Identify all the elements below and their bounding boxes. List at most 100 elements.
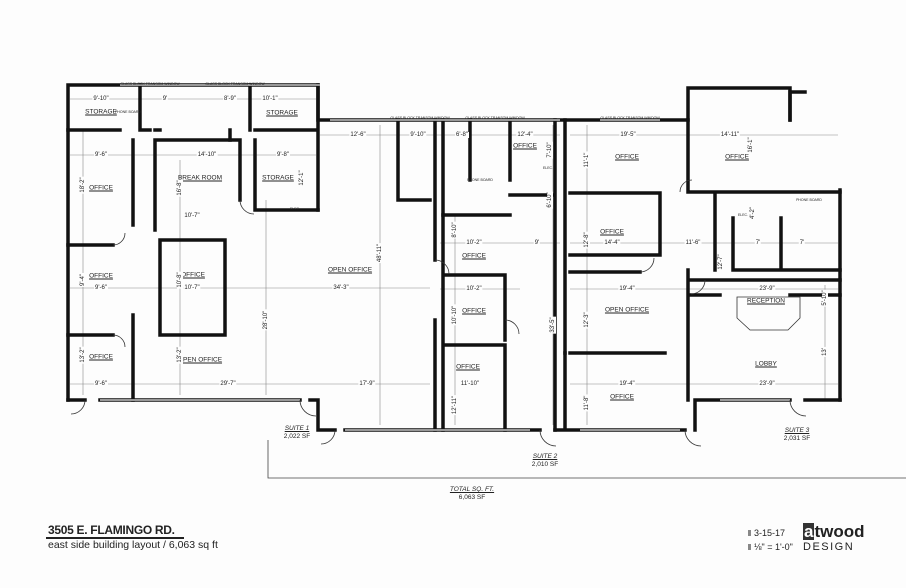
total-area: 6,063 SF — [458, 494, 486, 501]
room-label: OFFICE — [600, 228, 624, 236]
room-label: OPEN OFFICE — [327, 266, 373, 274]
dimension: 11'-8" — [584, 394, 590, 412]
dimension: 19'-5" — [619, 132, 637, 138]
dimension: 9'-4" — [80, 273, 86, 287]
room-label: OFFICE — [89, 184, 113, 192]
logo-wordmark: twood — [814, 522, 865, 541]
dimension: 28'-10" — [263, 309, 269, 331]
window-label: GLASS BLOCK TRANSOM WINDOW — [600, 116, 660, 120]
dimension: 14'-10" — [196, 152, 218, 158]
dimension: 12'-8" — [584, 231, 590, 249]
dimension: 14'-4" — [603, 240, 621, 246]
window-label: GLASS BLOCK TRANSOM WINDOW — [390, 116, 450, 120]
dimension: 12'-7" — [718, 253, 724, 271]
room-label: OPEN OFFICE — [604, 306, 650, 314]
dimension: 10'-10" — [452, 304, 458, 326]
dimension: 9' — [533, 240, 541, 246]
suite-3-label: SUITE 3 2,031 SF — [784, 427, 810, 443]
elec-label: ELEC. — [542, 166, 554, 170]
dimension: 10'-8" — [177, 271, 183, 289]
dimension: 11'-1" — [584, 151, 590, 169]
dimension: 13'-2" — [177, 346, 183, 364]
title-underline — [46, 537, 184, 539]
property-title: 3505 E. FLAMINGO RD. — [48, 523, 175, 537]
dimension: 7' — [798, 240, 806, 246]
room-label: OFFICE — [181, 271, 205, 279]
drawing-scale: ⅛" = 1'-0" — [754, 542, 793, 552]
dimension: 14'-11" — [719, 132, 741, 138]
room-label: STORAGE — [85, 108, 117, 116]
dimension: 6'-10" — [547, 191, 553, 209]
dimension: 12'-3" — [584, 311, 590, 329]
dimension: 9'-10" — [92, 96, 110, 102]
dimension: 12'-6" — [349, 132, 367, 138]
room-label: LOBBY — [755, 360, 777, 368]
dimension: 9'-8" — [276, 152, 290, 158]
suite-name: SUITE 2 — [532, 453, 558, 460]
room-label: OFFICE — [456, 363, 480, 371]
room-label: STORAGE — [262, 174, 294, 182]
room-label: OPEN OFFICE — [177, 356, 223, 364]
dimension: 5'-10" — [822, 289, 828, 307]
doors — [70, 179, 807, 447]
dimension: 10'-2" — [465, 286, 483, 292]
elec-label: ELEC. — [737, 213, 749, 217]
dimension: 8'-10" — [452, 221, 458, 239]
room-label: OFFICE — [89, 272, 113, 280]
dimension: 29'-7" — [219, 381, 237, 387]
suite-name: SUITE 1 — [284, 425, 310, 432]
suite-area: 2,010 SF — [531, 461, 559, 468]
dimension: 10'-7" — [183, 213, 201, 219]
scale-marker-icon — [748, 544, 751, 550]
dimension: 19'-4" — [618, 286, 636, 292]
dimension: 11'-6" — [684, 240, 702, 246]
elec-label: ELEC. — [289, 207, 301, 211]
dimension: 10'-2" — [465, 240, 483, 246]
dimension: 12'-11" — [452, 394, 458, 416]
window-label: GLASS BLOCK TRANSOM WINDOW — [205, 82, 265, 86]
dimension: 48'-11" — [377, 242, 383, 264]
phone-board-label: PHONE BOARD — [115, 110, 141, 114]
suite-2-label: SUITE 2 2,010 SF — [532, 453, 558, 469]
dimension: 10'-1" — [261, 96, 279, 102]
total-label: TOTAL SQ. FT. — [449, 486, 495, 493]
dimension: 9'-6" — [94, 152, 108, 158]
walls — [66, 83, 842, 432]
dimension: 12'-1" — [299, 169, 305, 187]
dimension: 6'-8" — [455, 132, 469, 138]
room-label: OFFICE — [615, 153, 639, 161]
dimension: 18'-2" — [80, 176, 86, 194]
logo-mark: a — [803, 522, 815, 541]
dimension: 23'-9" — [758, 286, 776, 292]
room-label: OFFICE — [725, 153, 749, 161]
dimension: 9'-10" — [409, 132, 427, 138]
total-area-label: TOTAL SQ. FT. 6,063 SF — [450, 486, 494, 502]
dimension: 7'-10" — [547, 141, 553, 159]
dimension: 13'-2" — [80, 346, 86, 364]
dimension: 19'-4" — [618, 381, 636, 387]
phone-board-label: PHONE BOARD — [796, 198, 822, 202]
site-boundary — [267, 440, 906, 479]
dimension: 9' — [161, 96, 169, 102]
window-label: GLASS BLOCK TRANSOM WINDOW — [120, 82, 180, 86]
dimension: 13' — [822, 347, 828, 357]
date-marker-icon — [748, 530, 751, 536]
dimension: 8'-9" — [223, 96, 237, 102]
property-subtitle: east side building layout / 6,063 sq ft — [48, 539, 218, 551]
dimension: 12'-4" — [516, 132, 534, 138]
phone-board-label: PHONE BOARD — [467, 178, 493, 182]
reception-desk — [736, 296, 801, 331]
atwood-design-logo: atwood DESIGN — [803, 523, 865, 553]
drawing-date: 3-15-17 — [754, 528, 786, 538]
room-label: OFFICE — [513, 142, 537, 150]
room-label: OFFICE — [89, 353, 113, 361]
suite-area: 2,022 SF — [283, 433, 311, 440]
dimension: 9'-6" — [94, 285, 108, 291]
room-label: BREAK ROOM — [177, 174, 223, 182]
logo-design: DESIGN — [803, 541, 855, 553]
windows — [100, 84, 790, 431]
dimension: 17'-9" — [358, 381, 376, 387]
dimension: 7' — [754, 240, 762, 246]
